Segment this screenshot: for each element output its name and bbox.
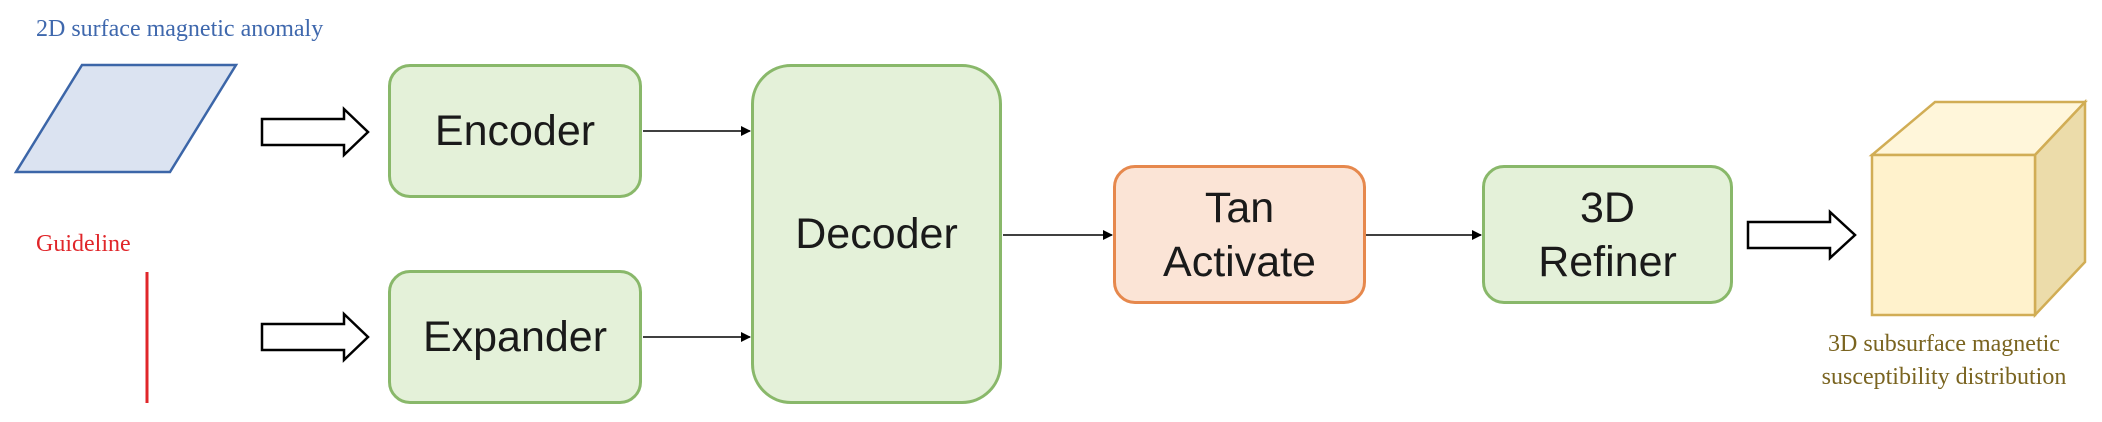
tan-activate-node: Tan Activate <box>1113 165 1366 304</box>
refiner-label-line1: 3D <box>1580 183 1635 232</box>
block-arrow-encoder-icon <box>260 106 370 158</box>
tan-activate-label-line1: Tan <box>1204 183 1275 232</box>
expander-node-label: Expander <box>422 313 608 361</box>
tan-activate-label-line2: Activate <box>1163 237 1316 286</box>
output-label-line2: susceptibility distribution <box>1821 364 2067 390</box>
output-label-line1: 3D subsurface magnetic <box>1828 331 2060 357</box>
encoder-node-label: Encoder <box>434 107 596 155</box>
output-cube-icon <box>1868 98 2088 319</box>
input-parallelogram-icon <box>13 63 239 174</box>
encoder-node: Encoder <box>388 64 642 198</box>
refiner-label-line2: Refiner <box>1538 237 1677 286</box>
block-arrow-expander-icon <box>260 311 370 363</box>
expander-node: Expander <box>388 270 642 404</box>
block-arrow-output-icon <box>1746 209 1857 261</box>
refiner-node: 3D Refiner <box>1482 165 1733 304</box>
input-label: 2D surface magnetic anomaly <box>36 16 324 42</box>
guideline-label: Guideline <box>36 231 131 257</box>
decoder-node: Decoder <box>751 64 1002 404</box>
decoder-node-label: Decoder <box>795 210 958 258</box>
